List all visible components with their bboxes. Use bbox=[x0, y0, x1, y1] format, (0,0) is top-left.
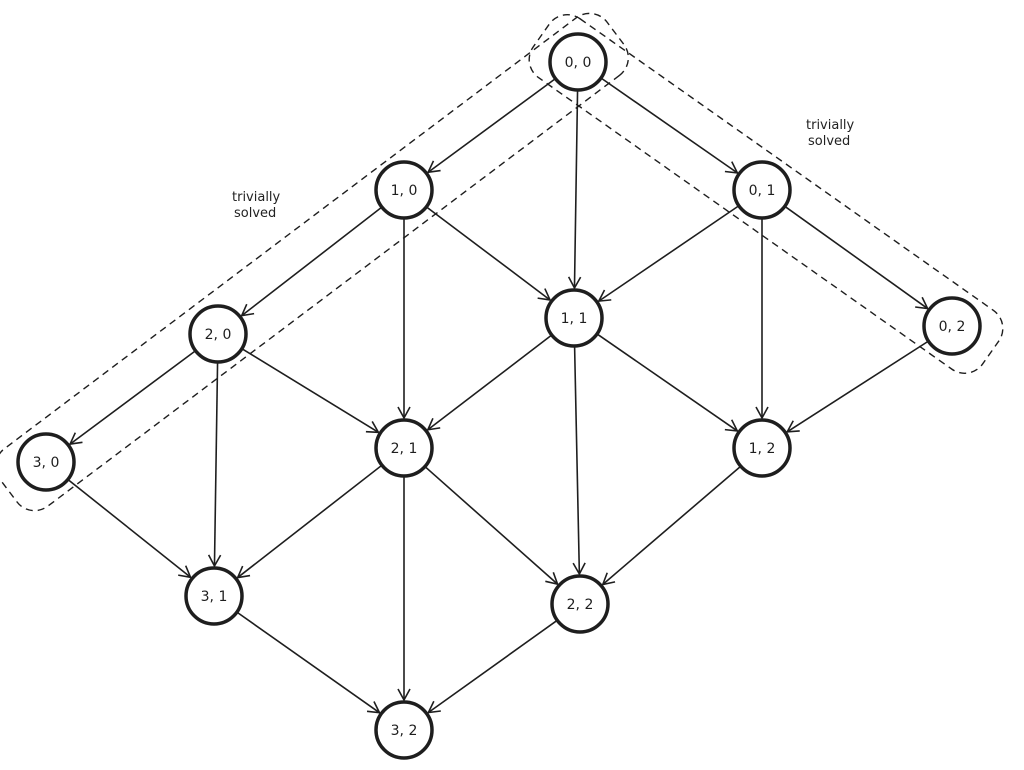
node-circle bbox=[544, 288, 604, 348]
node-circle bbox=[374, 700, 434, 760]
annotation-left: trivially solved bbox=[232, 190, 280, 222]
node-3-0: 3, 0 bbox=[16, 432, 76, 492]
annotation-right: trivially solved bbox=[806, 118, 854, 150]
node-label: 1, 2 bbox=[749, 441, 776, 457]
node-circle bbox=[922, 296, 982, 356]
node-1-0: 1, 0 bbox=[374, 160, 434, 220]
node-circle bbox=[732, 418, 792, 478]
trivial-group-right-outline bbox=[528, 14, 1004, 374]
node-1-1: 1, 1 bbox=[544, 288, 604, 348]
edge-2-0-to-2-1 bbox=[241, 347, 380, 434]
annotation-left-line2: solved bbox=[234, 206, 277, 221]
node-2-1: 2, 1 bbox=[374, 418, 434, 478]
edge-3-1-to-3-2 bbox=[236, 611, 381, 714]
nodes: 0, 0 1, 0 0, 1 2, 0 1, 1 0, 2 3, 0 2, 1 1, 2 3, 1… bbox=[16, 32, 982, 760]
edge-2-1-to-2-2 bbox=[424, 465, 559, 586]
trivial-group-left-outline bbox=[0, 12, 630, 512]
edge-0-0-to-1-0 bbox=[426, 77, 556, 174]
node-circle bbox=[16, 432, 76, 492]
node-3-1: 3, 1 bbox=[184, 566, 244, 626]
node-0-1: 0, 1 bbox=[732, 160, 792, 220]
node-circle bbox=[732, 160, 792, 220]
node-circle bbox=[188, 304, 248, 364]
node-0-2: 0, 2 bbox=[922, 296, 982, 356]
node-0-0: 0, 0 bbox=[548, 32, 608, 92]
edge-0-1-to-0-2 bbox=[784, 205, 929, 310]
node-2-2: 2, 2 bbox=[550, 574, 610, 634]
annotation-left-line1: trivially bbox=[232, 190, 281, 205]
edge-2-1-to-3-1 bbox=[236, 464, 383, 579]
edge-1-2-to-2-2 bbox=[601, 465, 742, 586]
node-label: 1, 0 bbox=[391, 183, 418, 199]
edge-3-0-to-3-1 bbox=[67, 478, 192, 579]
node-circle bbox=[374, 160, 434, 220]
edge-0-0-to-1-1 bbox=[567, 89, 582, 290]
node-2-0: 2, 0 bbox=[188, 304, 248, 364]
edge-0-1-to-1-1 bbox=[597, 205, 740, 303]
edge-2-0-to-3-1 bbox=[207, 361, 222, 568]
node-1-2: 1, 2 bbox=[732, 418, 792, 478]
node-label: 0, 0 bbox=[565, 55, 592, 71]
node-3-2: 3, 2 bbox=[374, 700, 434, 760]
edge-1-1-to-2-2 bbox=[572, 345, 586, 576]
node-circle bbox=[548, 32, 608, 92]
edge-1-1-to-1-2 bbox=[596, 333, 739, 432]
annotation-right-line1: trivially bbox=[806, 118, 855, 133]
edge-0-0-to-0-1 bbox=[600, 77, 739, 174]
node-label: 3, 0 bbox=[33, 455, 60, 471]
node-label: 3, 2 bbox=[391, 723, 418, 739]
edges bbox=[67, 77, 929, 714]
node-label: 3, 1 bbox=[201, 589, 228, 605]
edge-1-0-to-1-1 bbox=[425, 206, 552, 301]
node-circle bbox=[184, 566, 244, 626]
edge-2-2-to-3-2 bbox=[427, 619, 558, 714]
edge-1-0-to-2-0 bbox=[240, 206, 383, 317]
edge-2-0-to-3-0 bbox=[68, 350, 197, 446]
node-label: 2, 0 bbox=[205, 327, 232, 343]
node-label: 2, 1 bbox=[391, 441, 418, 457]
annotation-right-line2: solved bbox=[808, 134, 851, 149]
node-label: 2, 2 bbox=[567, 597, 594, 613]
edge-1-1-to-2-1 bbox=[426, 334, 553, 431]
node-label: 0, 2 bbox=[939, 319, 966, 335]
node-label: 1, 1 bbox=[561, 311, 588, 327]
edge-0-2-to-1-2 bbox=[785, 340, 929, 433]
node-circle bbox=[374, 418, 434, 478]
node-circle bbox=[550, 574, 610, 634]
node-label: 0, 1 bbox=[749, 183, 776, 199]
